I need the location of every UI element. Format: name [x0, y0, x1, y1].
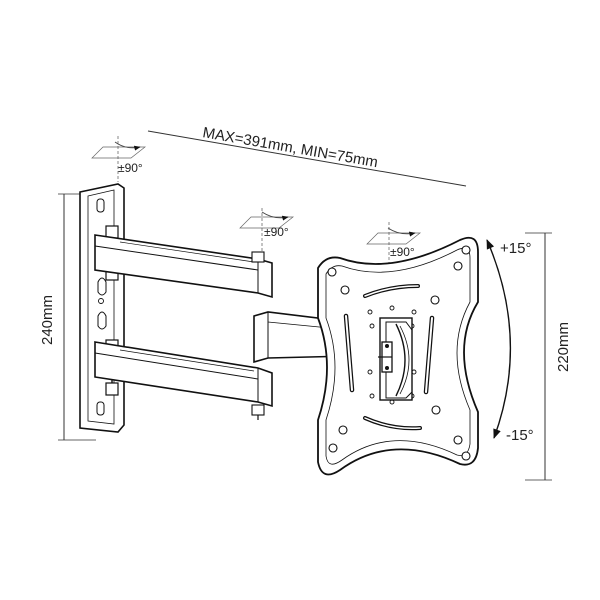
tilt-indicator: +15° -15° — [486, 239, 534, 444]
mount-slot-icon — [96, 198, 105, 213]
vesa-plate — [317, 236, 479, 476]
vesa-plate-height-label: 220mm — [555, 322, 572, 372]
swivel-label-wall: ±90° — [118, 161, 143, 175]
wall-plate-height-dimension: 240mm — [39, 193, 96, 441]
mount-slot-icon — [96, 401, 105, 416]
rotate-arrow-icon — [114, 141, 141, 151]
reach-label: MAX=391mm, MIN=75mm — [201, 124, 379, 171]
rotate-arrow-icon — [387, 227, 416, 237]
reach-dimension: MAX=391mm, MIN=75mm — [147, 124, 467, 187]
elbow-pivot — [251, 251, 265, 420]
swivel-indicator-wall: ±90° — [91, 136, 147, 182]
tilt-arrow-icon — [486, 239, 512, 439]
rotate-arrow-icon — [261, 211, 289, 221]
lower-arm — [94, 341, 273, 408]
tilt-up-label: +15° — [500, 240, 531, 257]
tilt-down-label: -15° — [506, 427, 534, 444]
vesa-plate-height-dimension: 220mm — [525, 232, 572, 481]
vesa-holes — [367, 305, 417, 405]
swivel-label-head: ±90° — [390, 245, 415, 259]
swivel-indicator-head: ±90° — [366, 222, 422, 268]
swivel-indicator-elbow: ±90° — [239, 208, 295, 262]
bolt-icon — [251, 404, 265, 416]
wall-plate-height-label: 240mm — [39, 295, 56, 345]
bolt-icon — [251, 251, 265, 263]
tilt-bracket — [378, 317, 413, 401]
swivel-label-elbow: ±90° — [264, 225, 289, 239]
keyhole-icon — [327, 245, 471, 461]
